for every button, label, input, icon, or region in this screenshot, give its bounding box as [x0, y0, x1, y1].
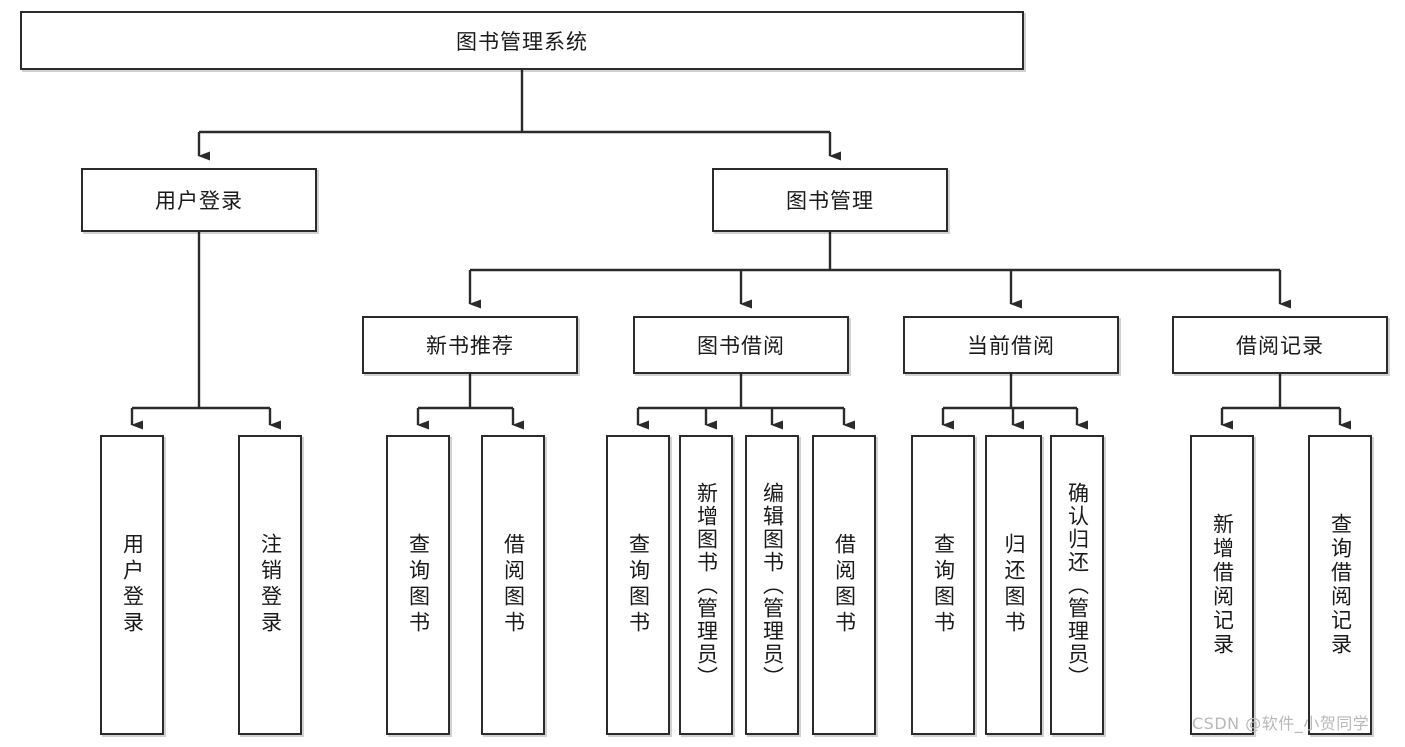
node-leaf-query-record[interactable]: 查询借阅记录 [1308, 435, 1372, 735]
node-leaf-user-login[interactable]: 用户登录 [100, 435, 164, 735]
node-leaf-query-book-rec[interactable]: 查询图书 [386, 435, 450, 735]
node-current-borrow[interactable]: 当前借阅 [903, 316, 1119, 374]
edges-root-to-level2 [197, 70, 841, 161]
node-leaf-borrow-book-bor[interactable]: 借阅图书 [812, 435, 876, 735]
edges-newbookrec-to-leaves [416, 374, 524, 430]
node-leaf-query-book-rec-label: 查询图书 [406, 533, 431, 637]
node-book-borrow-label: 图书借阅 [697, 334, 785, 358]
edges-bookmanage-to-level3 [468, 232, 1291, 309]
node-leaf-query-book-bor-label: 查询图书 [626, 533, 651, 637]
node-leaf-borrow-book-bor-label: 借阅图书 [832, 533, 857, 637]
node-root[interactable]: 图书管理系统 [20, 11, 1024, 70]
node-leaf-logout[interactable]: 注销登录 [238, 435, 302, 735]
node-leaf-query-book-cur-label: 查询图书 [931, 533, 956, 637]
edges-userlogin-to-leaves [130, 232, 281, 430]
node-leaf-edit-book[interactable]: 编辑图书（管理员） [745, 435, 799, 735]
node-leaf-add-book[interactable]: 新增图书（管理员） [679, 435, 733, 735]
csdn-watermark: CSDN @软件_小贺同学 [1192, 714, 1370, 733]
node-new-book-rec[interactable]: 新书推荐 [362, 316, 578, 374]
node-leaf-add-book-label: 新增图书（管理员） [694, 481, 719, 689]
node-user-login-label: 用户登录 [155, 189, 243, 213]
node-book-borrow[interactable]: 图书借阅 [633, 316, 849, 374]
node-leaf-return-book-label: 归还图书 [1002, 533, 1026, 637]
node-borrow-record[interactable]: 借阅记录 [1172, 316, 1388, 374]
node-user-login[interactable]: 用户登录 [81, 168, 317, 232]
node-leaf-return-book[interactable]: 归还图书 [985, 435, 1042, 735]
node-book-manage[interactable]: 图书管理 [712, 168, 948, 232]
node-leaf-add-record[interactable]: 新增借阅记录 [1190, 435, 1254, 735]
node-leaf-borrow-book-rec-label: 借阅图书 [501, 533, 526, 637]
node-borrow-record-label: 借阅记录 [1236, 334, 1324, 358]
node-leaf-confirm-return[interactable]: 确认归还（管理员） [1050, 435, 1104, 735]
node-leaf-logout-label: 注销登录 [258, 533, 283, 637]
node-leaf-query-book-bor[interactable]: 查询图书 [606, 435, 670, 735]
node-current-borrow-label: 当前借阅 [967, 334, 1055, 358]
node-book-manage-label: 图书管理 [786, 189, 874, 213]
node-leaf-edit-book-label: 编辑图书（管理员） [760, 481, 785, 689]
node-leaf-borrow-book-rec[interactable]: 借阅图书 [481, 435, 545, 735]
edges-borrowrecord-to-leaves [1220, 374, 1351, 430]
node-leaf-query-record-label: 查询借阅记录 [1328, 513, 1353, 657]
node-leaf-confirm-return-label: 确认归还（管理员） [1065, 481, 1090, 689]
node-leaf-user-login-label: 用户登录 [120, 533, 145, 637]
node-leaf-query-book-cur[interactable]: 查询图书 [911, 435, 975, 735]
edges-bookborrow-to-leaves [636, 374, 855, 430]
node-new-book-rec-label: 新书推荐 [426, 334, 514, 358]
node-root-label: 图书管理系统 [456, 29, 588, 54]
edges-currentborrow-to-leaves [941, 374, 1088, 430]
node-leaf-add-record-label: 新增借阅记录 [1210, 513, 1235, 657]
